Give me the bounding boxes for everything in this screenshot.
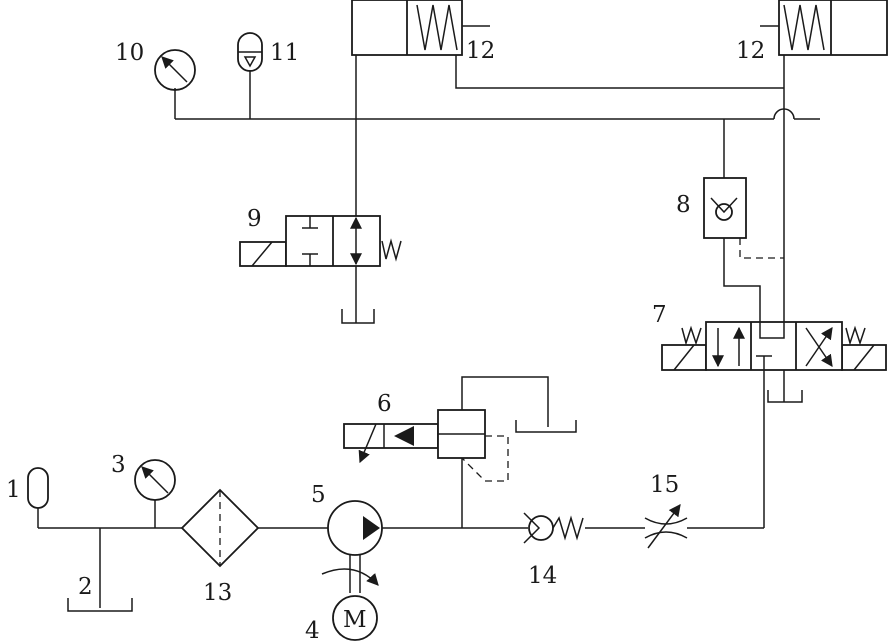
motor-symbol: M bbox=[343, 607, 367, 633]
label-pump: 5 bbox=[311, 482, 326, 508]
label-solenoid-valve: 9 bbox=[247, 206, 262, 232]
label-cylinder-right: 12 bbox=[736, 38, 765, 64]
label-motor: 4 bbox=[305, 618, 320, 644]
throttle-valve: 15 bbox=[644, 472, 688, 549]
accumulator-left: 1 bbox=[6, 467, 49, 509]
label-accumulator-top: 11 bbox=[270, 40, 299, 66]
label-check-valve-pilot: 8 bbox=[676, 192, 691, 218]
pressure-gauge-left: 3 bbox=[111, 452, 176, 501]
solenoid-valve: 9 bbox=[239, 206, 402, 324]
label-directional-valve: 7 bbox=[652, 302, 667, 328]
motor: M 4 bbox=[305, 595, 378, 644]
filter: 13 bbox=[180, 488, 260, 606]
cylinder-left: 12 bbox=[351, 0, 495, 64]
label-cylinder-left: 12 bbox=[466, 38, 495, 64]
label-gauge-top: 10 bbox=[115, 40, 144, 66]
label-throttle-valve: 15 bbox=[650, 472, 679, 498]
label-accumulator-left: 1 bbox=[6, 477, 21, 503]
label-gauge-left: 3 bbox=[111, 452, 126, 478]
label-tank: 2 bbox=[78, 574, 93, 600]
cylinder-right: 12 bbox=[736, 0, 888, 64]
relief-valve: 6 bbox=[343, 391, 577, 464]
label-relief-valve: 6 bbox=[377, 391, 392, 417]
label-filter: 13 bbox=[203, 580, 232, 606]
directional-valve: 7 bbox=[652, 302, 887, 403]
hydraulic-lines bbox=[37, 55, 820, 608]
accumulator-top: 11 bbox=[237, 32, 299, 72]
check-valve-pilot: 8 bbox=[676, 177, 747, 239]
pump: 5 bbox=[311, 482, 383, 593]
tank: 2 bbox=[67, 574, 133, 612]
label-check-valve-bottom: 14 bbox=[528, 563, 557, 589]
pressure-gauge-top: 10 bbox=[115, 40, 196, 91]
check-valve-bottom: 14 bbox=[523, 512, 584, 589]
